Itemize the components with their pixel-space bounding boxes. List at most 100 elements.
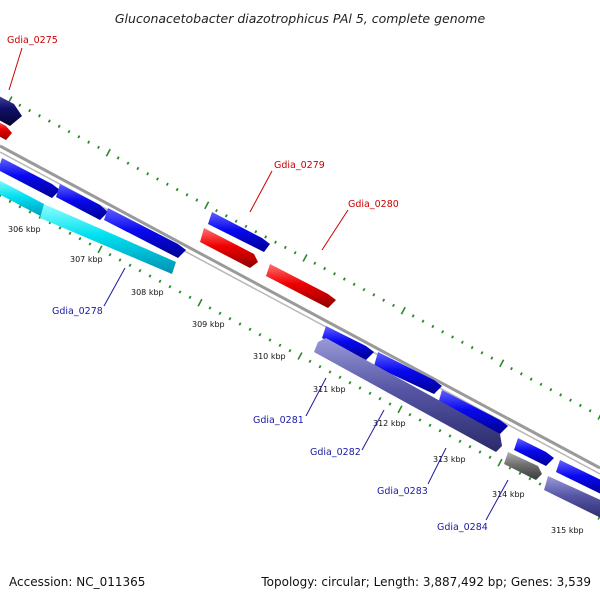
- scale-tick-outer: [480, 351, 484, 355]
- callout-line-0275: [8, 47, 23, 91]
- scale-tick-outer: [578, 403, 582, 408]
- scale-tick-outer: [264, 235, 268, 239]
- gene-label-0280[interactable]: Gdia_0280: [348, 199, 399, 210]
- scale-tick-outer: [441, 330, 445, 334]
- gene-arrow-forward-8[interactable]: [556, 460, 600, 496]
- gene-label-0279[interactable]: Gdia_0279: [274, 160, 325, 171]
- scale-tick-outer: [254, 229, 258, 234]
- gene-arrow-red-0275[interactable]: [0, 120, 12, 140]
- scale-tick-inner: [158, 279, 162, 284]
- scale-tick-inner: [218, 311, 222, 316]
- gene-label-0282[interactable]: Gdia_0282: [310, 447, 361, 458]
- scale-tick-outer: [313, 261, 317, 265]
- scale-tick-outer: [421, 319, 425, 323]
- callout-line-0281: [305, 377, 327, 417]
- scale-tick-inner: [318, 364, 322, 369]
- gene-arrow-red-0280[interactable]: [266, 264, 336, 308]
- scale-tick-outer: [215, 208, 218, 213]
- scale-tick-inner: [428, 423, 432, 428]
- gene-arrow-cyan-0278[interactable]: [0, 178, 52, 220]
- tick-label-311: 311 kbp: [313, 385, 346, 394]
- genes: [0, 94, 600, 520]
- gene-arrow-forward-2[interactable]: [56, 184, 108, 220]
- callout-line-0283: [427, 447, 447, 485]
- scale-tick-inner: [228, 316, 232, 321]
- scale-tick-inner: [378, 396, 382, 401]
- scale-tick-inner: [468, 444, 472, 449]
- scale-tick-outer: [165, 182, 169, 186]
- scale-tick-inner: [497, 458, 503, 467]
- scale-tick-inner: [58, 226, 62, 230]
- scale-tick-inner: [28, 210, 32, 214]
- scale-tick-outer: [244, 224, 248, 229]
- scale-tick-inner: [438, 428, 442, 433]
- scale-tick-inner: [458, 439, 462, 444]
- gene-label-0284[interactable]: Gdia_0284: [437, 522, 488, 533]
- gene-arrow-forward-6[interactable]: [438, 390, 508, 434]
- tick-marks-inner: [0, 192, 600, 520]
- scale-tick-inner: [288, 348, 292, 353]
- gene-arrow-forward-4[interactable]: [322, 326, 374, 360]
- scale-tick-outer: [549, 387, 553, 392]
- scale-tick-inner: [148, 274, 152, 278]
- scale-tick-outer: [411, 314, 415, 318]
- tick-labels: 306 kbp 307 kbp 308 kbp 309 kbp 310 kbp …: [8, 225, 584, 535]
- scale-tick-outer: [460, 340, 464, 344]
- scale-tick-outer: [559, 393, 563, 397]
- scale-tick-outer: [569, 398, 572, 402]
- scale-tick-outer: [116, 156, 120, 160]
- scale-tick-outer: [333, 272, 336, 276]
- scale-tick-outer: [195, 198, 199, 202]
- scale-tick-outer: [38, 114, 41, 118]
- tick-label-307: 307 kbp: [70, 255, 103, 264]
- gene-arrow-forward-5[interactable]: [374, 352, 442, 394]
- scale-tick-outer: [18, 103, 22, 107]
- scale-tick-inner: [348, 380, 352, 385]
- gene-label-0281[interactable]: Gdia_0281: [253, 415, 304, 426]
- callout-line-0282: [361, 409, 385, 451]
- callout-line-0284: [485, 479, 509, 521]
- gene-arrow-cyan-0278b[interactable]: [40, 204, 176, 274]
- tick-label-309: 309 kbp: [192, 320, 225, 329]
- scale-tick-inner: [268, 338, 272, 342]
- scale-tick-inner: [78, 236, 82, 241]
- gene-label-0283[interactable]: Gdia_0283: [377, 486, 428, 497]
- gene-arrow-forward-7[interactable]: [514, 438, 554, 466]
- gene-arrow-forward-0279[interactable]: [208, 212, 270, 252]
- scale-tick-inner: [118, 258, 122, 262]
- scale-tick-outer: [175, 187, 179, 192]
- gene-arrow-forward-1[interactable]: [0, 158, 60, 198]
- scale-tick-inner: [138, 268, 142, 273]
- scale-tick-outer: [382, 298, 386, 302]
- gene-arrow-purple-0284[interactable]: [544, 476, 600, 520]
- scale-tick-outer: [372, 293, 376, 297]
- gene-label-0278[interactable]: Gdia_0278: [52, 306, 103, 317]
- scale-tick-outer: [293, 251, 297, 255]
- gene-arrow-navy-0275[interactable]: [0, 94, 22, 126]
- scale-tick-inner: [528, 476, 532, 481]
- scale-tick-inner: [108, 252, 112, 257]
- topology-text: Topology: circular; Length: 3,887,492 bp…: [260, 575, 591, 589]
- scale-tick-inner: [128, 263, 132, 268]
- callout-line-0280: [321, 209, 349, 251]
- scale-tick-outer: [224, 214, 228, 218]
- scale-tick-inner: [8, 199, 12, 204]
- gene-arrow-purple-0282[interactable]: [314, 338, 502, 452]
- map-title: Gluconacetobacter diazotrophicus PAl 5, …: [115, 11, 486, 26]
- gene-arrow-forward-3[interactable]: [104, 208, 186, 258]
- scale-tick-inner: [518, 471, 522, 476]
- scale-tick-inner: [388, 402, 392, 406]
- gene-arrow-gray-0283[interactable]: [504, 452, 542, 480]
- gene-label-0275[interactable]: Gdia_0275: [7, 35, 58, 46]
- gene-arrow-red-0279[interactable]: [200, 228, 258, 268]
- scale-tick-inner: [188, 295, 192, 300]
- tick-label-313: 313 kbp: [433, 455, 466, 464]
- scale-tick-inner: [238, 322, 242, 326]
- scale-tick-inner: [358, 386, 362, 390]
- scale-tick-inner: [168, 284, 172, 289]
- scale-tick-outer: [302, 254, 308, 262]
- scale-tick-outer: [283, 245, 287, 250]
- tick-marks-outer: [7, 96, 600, 420]
- scale-tick-outer: [67, 129, 71, 134]
